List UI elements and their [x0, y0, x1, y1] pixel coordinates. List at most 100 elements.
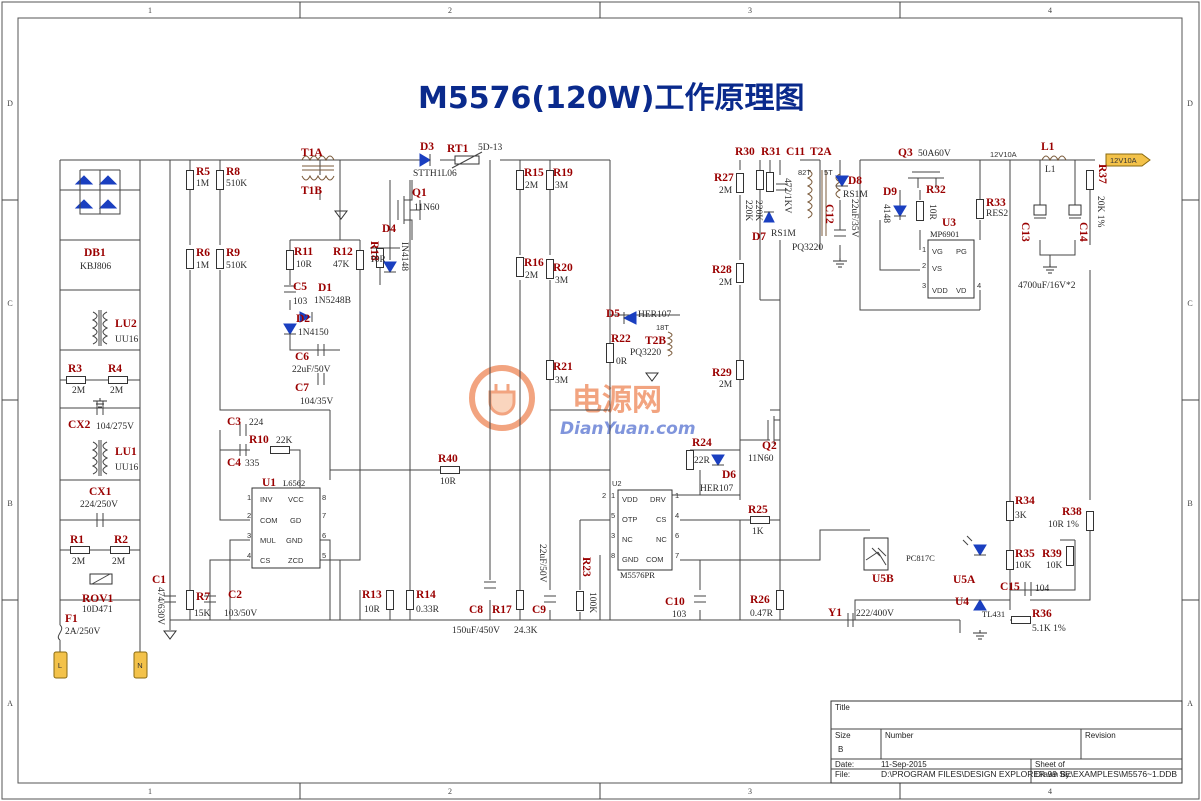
r31-ref: R31 [761, 146, 781, 158]
d3-value: STTH1L06 [413, 169, 457, 179]
r13-ref: R13 [362, 589, 382, 601]
resistor-r4: R4 2M [108, 363, 128, 396]
d6-value: HER107 [700, 484, 734, 494]
r14-ref: R14 [416, 589, 436, 601]
title-block-revision-label: Revision [1085, 731, 1116, 740]
c11-ref: C11 [786, 146, 805, 158]
u2-pin-n1b: 1 [675, 491, 679, 500]
choke-lu2: LU2 UU16 [91, 310, 138, 346]
d4-ref: D4 [382, 223, 396, 235]
resistor-r23: R23 100K [576, 557, 597, 613]
zone-col-2-top: 2 [448, 6, 452, 15]
u5a-ref: U5A [953, 574, 976, 586]
lu1-value: UU16 [115, 463, 138, 473]
thermistor-rt1: RT1 5D-13 [447, 143, 503, 169]
resistor-r6: R6 1M [186, 247, 210, 271]
resistor-r18: R18 10R [368, 241, 387, 268]
d1-value: 1N5248B [314, 296, 351, 306]
r8-value: 510K [226, 179, 247, 189]
rov1-value: 10D471 [82, 605, 113, 615]
d7-value: RS1M [771, 229, 796, 239]
resistor-r15: R15 2M [516, 167, 544, 191]
u1-pin-inv: INV [260, 495, 273, 504]
r18-value: 10R [370, 255, 387, 265]
d2-ref: D2 [296, 313, 310, 325]
title-block-size-label: Size [835, 731, 851, 740]
cx1-value: 224/250V [80, 500, 118, 510]
r25-value: 1K [752, 527, 764, 537]
u3-pin-vs: VS [932, 264, 942, 273]
varistor-rov1: ROV1 10D471 [82, 573, 114, 615]
bridge-db1: DB1 KBJ806 [74, 169, 121, 272]
title-block-drawn-label: Drawn By: [1035, 770, 1072, 779]
u4-part: TL431 [982, 609, 1005, 619]
r6-ref: R6 [196, 247, 210, 259]
resistor-r27: R27 2M [714, 172, 744, 196]
zone-row-c-right: C [1187, 299, 1192, 308]
r21-ref: R21 [553, 361, 573, 373]
u2-pin-n1: 1 [611, 491, 615, 500]
c7-ref: C7 [295, 382, 309, 394]
u3-pin-n1: 1 [922, 245, 926, 254]
r30-value: 220K [743, 200, 753, 221]
watermark-brand-cn: 电源网 [572, 383, 662, 418]
optocoupler-u5b: U5B [863, 537, 894, 585]
fuse-f1: F1 2A/250V [57, 613, 101, 641]
connector-line: L [53, 651, 68, 679]
r12-ref: R12 [333, 246, 353, 258]
r34-value: 3K [1015, 511, 1027, 521]
q3-value: 50A60V [918, 149, 951, 159]
c3-ref: C3 [227, 416, 241, 428]
cx2-value: 104/275V [96, 422, 134, 432]
r28-value: 2M [719, 278, 733, 288]
r34-ref: R34 [1015, 495, 1035, 507]
capacitor-c3: C3 224 [227, 416, 264, 436]
u1-pin-n5: 5 [322, 551, 326, 560]
r13-value: 10R [364, 605, 381, 615]
resistor-r16: R16 2M [516, 256, 544, 281]
r9-ref: R9 [226, 247, 240, 259]
t2a-value: PQ3220 [792, 243, 823, 253]
resistor-r35: R35 10K [1006, 548, 1035, 571]
u3-ref: U3 [942, 217, 956, 229]
r3-ref: R3 [68, 363, 82, 375]
transformer-t1: T1A T1B [301, 147, 348, 220]
r10-value: 22K [276, 436, 293, 446]
t1a-ref: T1A [301, 147, 323, 159]
c5-ref: C5 [293, 281, 307, 293]
r19-ref: R19 [553, 167, 573, 179]
c4-value: 335 [245, 459, 260, 469]
u2-pin-otp: OTP [622, 515, 637, 524]
u1-pin-zcd: ZCD [288, 556, 304, 565]
u2-pin-cs: CS [656, 515, 666, 524]
d9-ref: D9 [883, 186, 897, 198]
d9-value: 4148 [881, 204, 891, 223]
c7-value: 104/35V [300, 397, 333, 407]
y1-value: 222/400V [856, 609, 894, 619]
diode-d1: D1 1N5248B [299, 282, 351, 323]
title-block-date-value: 11-Sep-2015 [881, 760, 927, 769]
zone-row-b-left: B [7, 499, 12, 508]
capacitor-c5: C5 103 [284, 281, 308, 307]
resistor-r17: R17 24.3K [492, 590, 538, 636]
capacitor-c12: C12 22uF/35V [823, 199, 859, 268]
resistor-r1: R1 2M [70, 534, 90, 567]
resistor-r22: R22 0R [606, 333, 631, 367]
resistor-r21: R21 3M [546, 360, 573, 386]
d5-ref: D5 [606, 308, 620, 320]
mosfet-q2: Q2 11N60 [748, 416, 780, 464]
r10-ref: R10 [249, 434, 269, 446]
r4-ref: R4 [108, 363, 122, 375]
c4-ref: C4 [227, 457, 241, 469]
f1-value: 2A/250V [65, 627, 101, 637]
u2-pin-n8: 8 [611, 551, 615, 560]
r23-ref: R23 [580, 557, 592, 577]
r2-value: 2M [112, 557, 126, 567]
resistor-r32: R32 10R [916, 184, 946, 222]
mosfet-q1: Q1 11N60 [397, 180, 440, 240]
u3-part: MP6901 [930, 229, 959, 239]
y1-ref: Y1 [828, 607, 842, 619]
capacitor-c4: C4 335 [227, 444, 260, 469]
r24-value: 22R [694, 456, 711, 466]
r5-value: 1M [196, 179, 210, 189]
